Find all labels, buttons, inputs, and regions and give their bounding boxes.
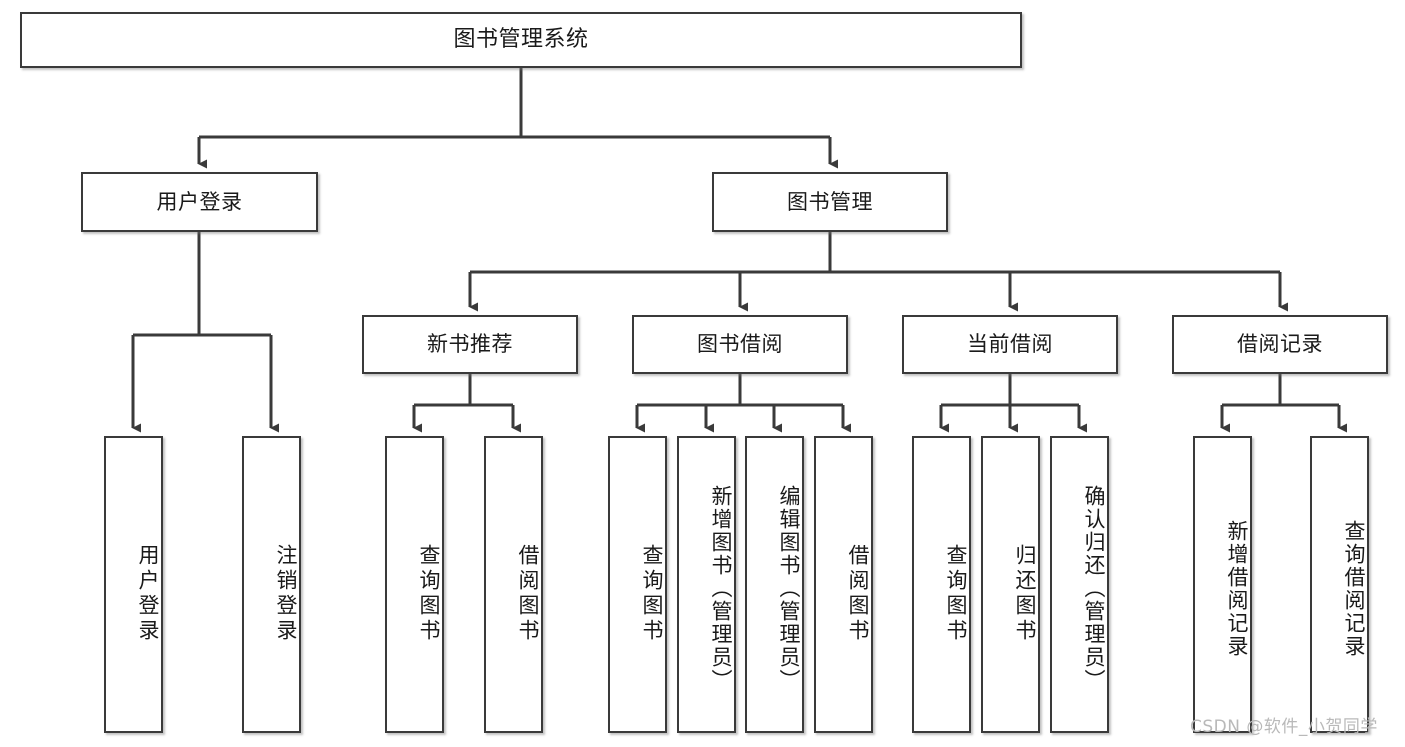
node-book-borrow[interactable]: 图书借阅 [632,315,848,374]
leaf-confirm-return-admin[interactable]: 确认归还（管理员） [1050,436,1109,733]
leaf-edit-book-admin[interactable]: 编辑图书（管理员） [745,436,804,733]
node-borrow-record[interactable]: 借阅记录 [1172,315,1388,374]
leaf-logout[interactable]: 注销登录 [242,436,301,733]
leaf-borrow-book-recommend[interactable]: 借阅图书 [484,436,543,733]
csdn-watermark: CSDN @软件_小贺同学 [1190,717,1378,737]
node-user-login[interactable]: 用户登录 [81,172,318,232]
leaf-query-book-current[interactable]: 查询图书 [912,436,971,733]
leaf-user-login[interactable]: 用户登录 [104,436,163,733]
leaf-borrow-book[interactable]: 借阅图书 [814,436,873,733]
node-new-book-recommend[interactable]: 新书推荐 [362,315,578,374]
leaf-add-borrow-record[interactable]: 新增借阅记录 [1193,436,1252,733]
leaf-return-book[interactable]: 归还图书 [981,436,1040,733]
leaf-add-book-admin[interactable]: 新增图书（管理员） [677,436,736,733]
leaf-query-book-borrow[interactable]: 查询图书 [608,436,667,733]
node-root-system[interactable]: 图书管理系统 [20,12,1022,68]
leaf-query-borrow-record[interactable]: 查询借阅记录 [1310,436,1369,733]
node-current-borrow[interactable]: 当前借阅 [902,315,1118,374]
node-book-management[interactable]: 图书管理 [712,172,948,232]
leaf-query-book-recommend[interactable]: 查询图书 [385,436,444,733]
